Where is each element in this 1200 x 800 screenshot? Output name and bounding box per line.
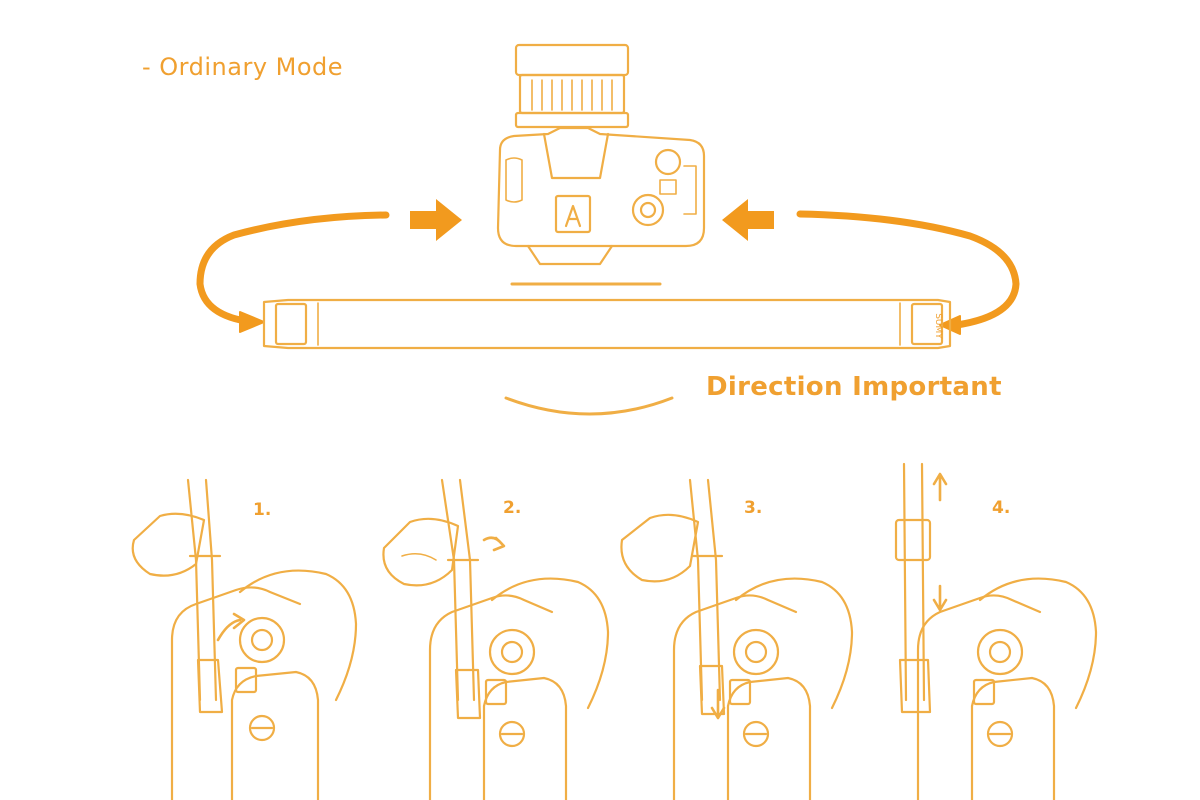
arrow-right-icon: [410, 199, 462, 241]
mode-label: - Ordinary Mode: [142, 53, 344, 81]
arrow-left-icon: [722, 199, 774, 241]
step-2-illustration: [382, 478, 610, 800]
step-number-1: 1.: [253, 500, 272, 520]
arrow-down-icon: [932, 584, 948, 612]
step-number-3: 3.: [744, 498, 763, 518]
strap-cord-left: [196, 211, 390, 326]
step-4-illustration: [894, 462, 1098, 800]
step-3-illustration: [620, 478, 854, 800]
direction-important-label: Direction Important: [706, 372, 1002, 402]
step-number-2: 2.: [503, 498, 522, 518]
camera-icon: [496, 43, 706, 266]
strap-band: SUMY: [262, 298, 952, 350]
direction-arc: [504, 396, 674, 416]
strap-end-tag: SUMY: [933, 313, 943, 339]
arrow-up-icon: [932, 472, 948, 502]
step-1-illustration: [131, 478, 358, 800]
strap-cord-right: [796, 210, 1020, 330]
step-number-4: 4.: [992, 498, 1011, 518]
